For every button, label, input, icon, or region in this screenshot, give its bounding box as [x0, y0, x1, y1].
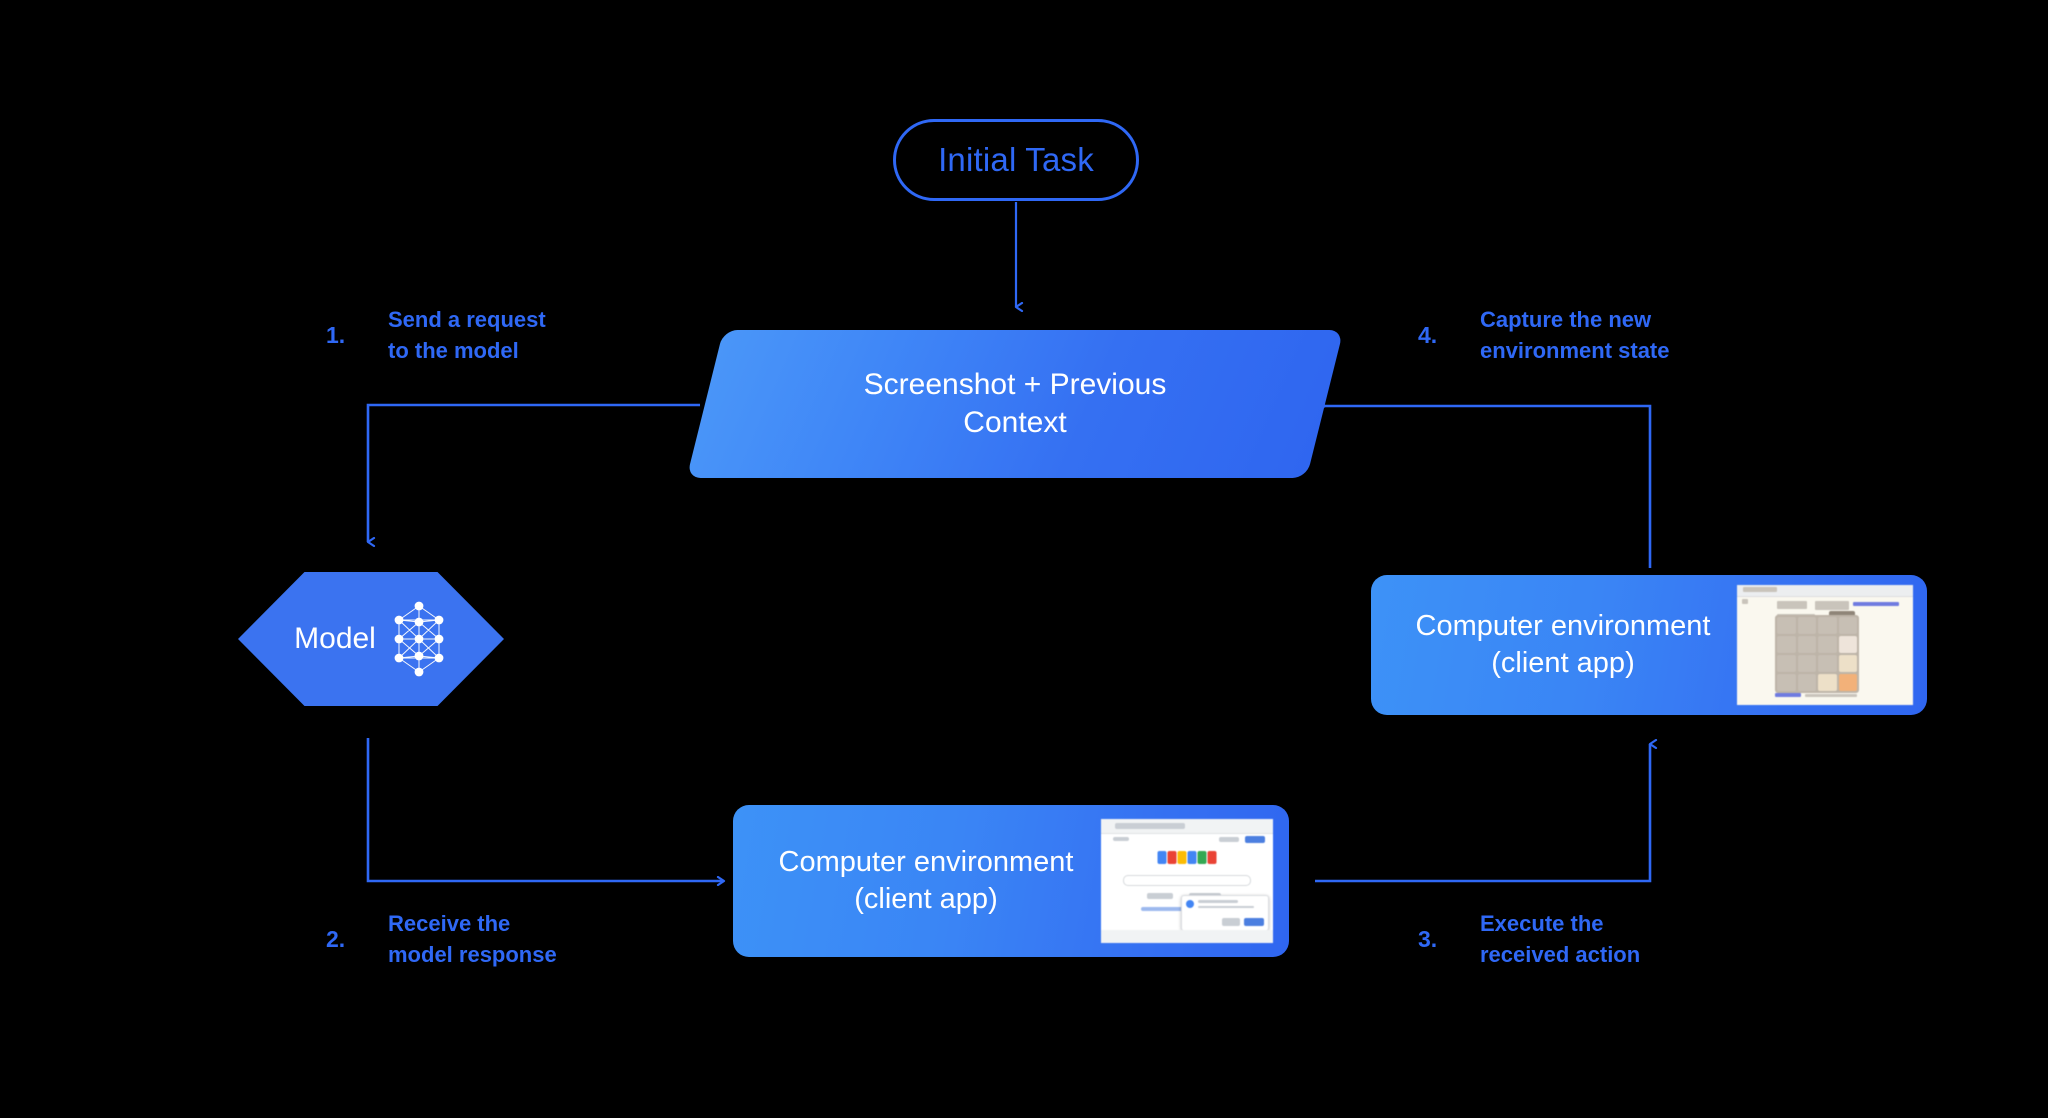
step-label-4: 4. Capture the new environment state [1418, 304, 1670, 366]
dialog-icon [1186, 900, 1194, 908]
env-bottom-label: Computer environment (client app) [733, 844, 1101, 918]
model-node[interactable]: Model [238, 572, 504, 706]
footer-text-chip [1805, 694, 1857, 697]
context-node-line1: Screenshot + Previous [863, 367, 1167, 401]
game-tile [1838, 674, 1857, 691]
env-right-line1: Computer environment [1415, 610, 1711, 643]
footer-link-chip [1775, 693, 1801, 697]
search-box [1123, 875, 1251, 886]
toolbar-chip [1219, 837, 1239, 842]
browser-chrome-bar [1737, 585, 1913, 597]
step-text: Send a request to the model [388, 307, 546, 364]
model-node-label: Model [294, 622, 376, 655]
connector-env-right-to-context [1325, 406, 1652, 568]
context-node-label: Screenshot + Previous Context [705, 330, 1325, 478]
google-search-thumbnail [1101, 819, 1273, 943]
connector-model-to-env-bottom [366, 738, 724, 881]
game-tile [1838, 655, 1857, 672]
env-right-line2: (client app) [1491, 647, 1635, 679]
tab-chip [1743, 587, 1777, 592]
step-number: 3. [1418, 926, 1438, 952]
initial-task-label: Initial Task [938, 141, 1094, 178]
browser-chrome-bar [1101, 819, 1273, 834]
step-text: Capture the new environment state [1480, 307, 1670, 364]
step-number: 2. [326, 926, 346, 952]
signin-button-chip [1245, 836, 1265, 843]
connector-context-to-model [366, 403, 700, 542]
consent-dialog [1181, 895, 1269, 931]
step-text: Receive the model response [388, 911, 557, 968]
step-number: 1. [326, 322, 346, 348]
context-node[interactable]: Screenshot + Previous Context [686, 330, 1344, 478]
step-label-3: 3. Execute the received action [1418, 908, 1640, 970]
neural-network-icon [390, 599, 448, 679]
context-node-line2: Context [963, 406, 1067, 439]
step-label-2: 2. Receive the model response [326, 908, 557, 970]
dialog-title-chip [1198, 900, 1238, 903]
site-title-chip [1777, 601, 1807, 609]
url-chip [1115, 823, 1185, 829]
header-links-chip [1853, 602, 1899, 606]
game-tile [1838, 636, 1857, 653]
dialog-cancel-chip [1222, 918, 1240, 926]
page-footer [1101, 930, 1273, 943]
env-right-node[interactable]: Computer environment (client app) [1371, 575, 1927, 715]
env-bottom-line1: Computer environment [778, 846, 1074, 879]
step-number: 4. [1418, 322, 1438, 348]
env-bottom-node[interactable]: Computer environment (client app) [733, 805, 1289, 957]
step-text: Execute the received action [1480, 911, 1641, 968]
game-grid [1775, 615, 1859, 693]
google-logo-icon [1157, 851, 1217, 864]
score-box-chip [1815, 601, 1849, 610]
game-2048-thumbnail [1737, 585, 1913, 705]
dialog-body-chip [1198, 906, 1254, 908]
tab-chip [1113, 837, 1129, 841]
search-button-chip [1147, 893, 1173, 899]
step-label-1: 1. Send a request to the model [326, 304, 546, 366]
env-right-label: Computer environment (client app) [1371, 608, 1737, 682]
dialog-confirm-chip [1244, 918, 1264, 926]
connector-env-bottom-to-env-right [1315, 744, 1650, 883]
env-bottom-line2: (client app) [854, 883, 998, 915]
game-tile [1818, 674, 1837, 691]
back-button-chip [1742, 599, 1748, 604]
initial-task-node[interactable]: Initial Task [893, 119, 1139, 201]
